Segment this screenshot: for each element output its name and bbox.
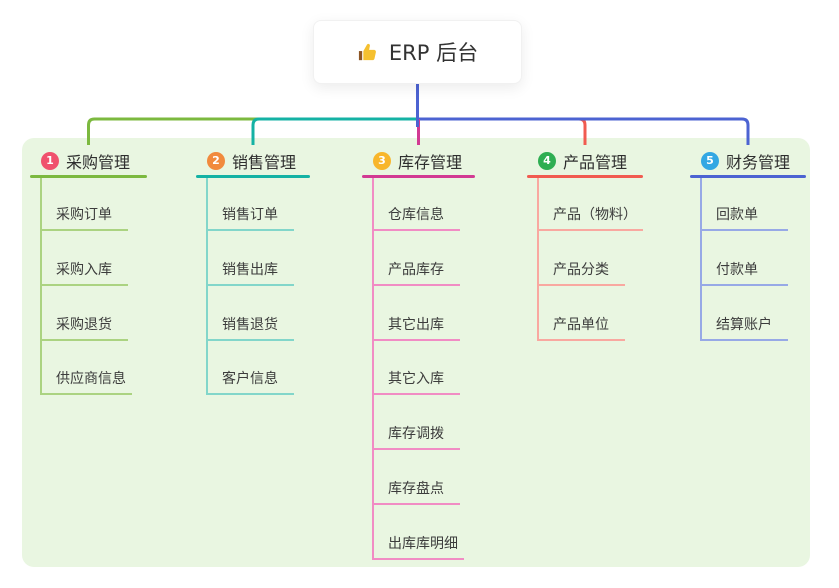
branch-child-spine <box>206 178 208 396</box>
branch-underline <box>690 175 806 178</box>
thumbs-up-icon <box>357 41 380 64</box>
branch-node-1[interactable]: 1 采购管理 <box>41 151 131 172</box>
child-node[interactable]: 其它出库 <box>372 315 460 341</box>
child-node[interactable]: 销售退货 <box>206 315 294 341</box>
child-node[interactable]: 仓库信息 <box>372 205 460 231</box>
branch-underline <box>196 175 310 178</box>
branch-underline <box>362 175 475 178</box>
child-node[interactable]: 其它入库 <box>372 369 460 396</box>
branch-child-spine <box>372 178 374 560</box>
branch-index-badge: 4 <box>538 152 556 170</box>
branch-node-label: 销售管理 <box>232 153 297 172</box>
branch-node-3[interactable]: 3 库存管理 <box>373 151 463 172</box>
child-node[interactable]: 采购入库 <box>40 260 128 286</box>
branch-index-badge: 5 <box>701 152 719 170</box>
branch-child-spine <box>40 178 42 396</box>
child-node[interactable]: 库存盘点 <box>372 479 460 505</box>
branch-underline <box>30 175 147 178</box>
branch-node-2[interactable]: 2 销售管理 <box>207 151 297 172</box>
branch-node-5[interactable]: 5 财务管理 <box>701 151 791 172</box>
child-node[interactable]: 产品单位 <box>537 315 625 341</box>
child-node[interactable]: 产品分类 <box>537 260 625 286</box>
branch-node-label: 库存管理 <box>398 153 463 172</box>
child-node[interactable]: 供应商信息 <box>40 369 132 396</box>
branch-child-spine <box>700 178 702 341</box>
branch-node-4[interactable]: 4 产品管理 <box>538 151 628 172</box>
child-node[interactable]: 回款单 <box>700 205 788 231</box>
child-node[interactable]: 客户信息 <box>206 369 294 396</box>
child-node[interactable]: 库存调拨 <box>372 424 460 451</box>
branches-panel <box>22 138 810 567</box>
root-node[interactable]: ERP 后台 <box>313 20 522 84</box>
child-node[interactable]: 销售订单 <box>206 205 294 231</box>
child-node[interactable]: 采购订单 <box>40 205 128 231</box>
branch-node-label: 产品管理 <box>563 153 628 172</box>
branch-underline <box>527 175 643 178</box>
child-node[interactable]: 出库库明细 <box>372 534 464 560</box>
child-node[interactable]: 产品（物料） <box>537 205 643 231</box>
child-node[interactable]: 采购退货 <box>40 315 128 341</box>
child-node[interactable]: 付款单 <box>700 260 788 286</box>
root-node-label: ERP 后台 <box>388 41 479 65</box>
branch-index-badge: 3 <box>373 152 391 170</box>
branch-index-badge: 2 <box>207 152 225 170</box>
child-node[interactable]: 结算账户 <box>700 315 788 341</box>
branch-child-spine <box>537 178 539 341</box>
child-node[interactable]: 产品库存 <box>372 260 460 286</box>
branch-node-label: 财务管理 <box>726 153 791 172</box>
branch-index-badge: 1 <box>41 152 59 170</box>
branch-node-label: 采购管理 <box>66 153 131 172</box>
child-node[interactable]: 销售出库 <box>206 260 294 286</box>
